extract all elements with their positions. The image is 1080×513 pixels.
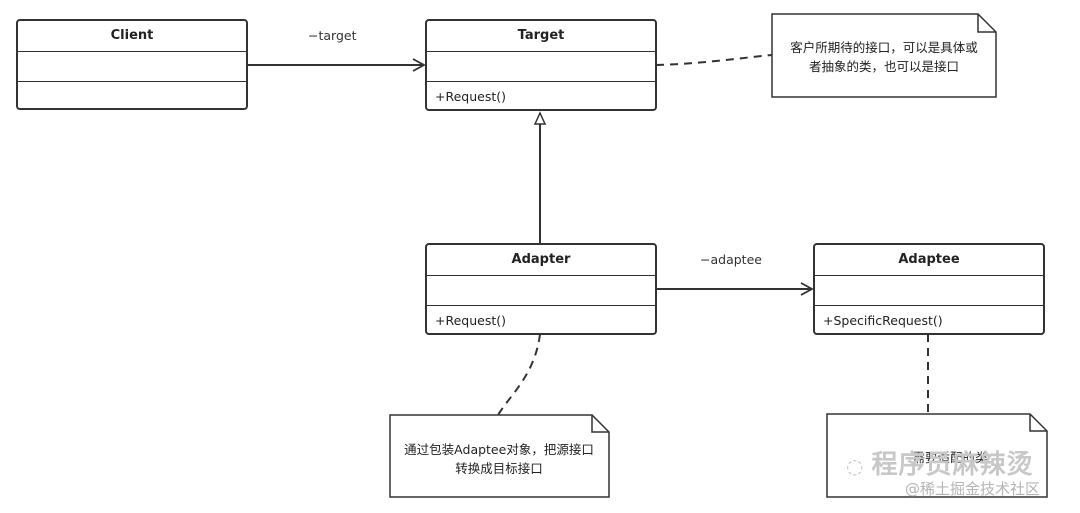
class-adaptee[interactable]: Adaptee +SpecificRequest() <box>813 243 1045 335</box>
note-shape-adapter <box>389 414 610 498</box>
note-target: 客户所期待的接口，可以是具体或 者抽象的类，也可以是接口 <box>780 38 988 76</box>
wechat-icon: ◌ <box>846 454 864 478</box>
class-client-name: Client <box>18 21 246 52</box>
class-adapter[interactable]: Adapter +Request() <box>425 243 657 335</box>
class-adapter-name: Adapter <box>427 245 655 276</box>
watermark-community: @稀土掘金技术社区 <box>905 480 1041 498</box>
note-shape-target <box>771 13 997 98</box>
class-adapter-attributes <box>427 276 655 306</box>
class-adapter-operations: +Request() <box>435 313 507 328</box>
note-shape-adaptee <box>826 413 1048 498</box>
note-anchor-adapter <box>497 333 541 416</box>
note-anchor-target <box>655 54 773 66</box>
note-adapter-line-1: 通过包装Adaptee对象，把源接口 <box>404 442 594 457</box>
class-target-name: Target <box>427 21 655 52</box>
watermark-brand: 程序员麻辣烫 <box>871 450 1034 480</box>
watermark: ◌ 程序员麻辣烫 <box>846 444 1033 481</box>
note-adapter: 通过包装Adaptee对象，把源接口 转换成目标接口 <box>396 440 602 478</box>
note-target-line-2: 者抽象的类，也可以是接口 <box>808 59 959 74</box>
class-target-operations: +Request() <box>435 89 507 104</box>
class-adaptee-name: Adaptee <box>815 245 1043 276</box>
class-client[interactable]: Client <box>16 19 248 110</box>
association-label-adaptee: −adaptee <box>700 252 762 267</box>
note-adaptee: 需要适配的类 <box>912 450 988 465</box>
association-label-target: −target <box>308 28 357 43</box>
class-adaptee-operations: +SpecificRequest() <box>823 313 943 328</box>
class-adaptee-attributes <box>815 276 1043 306</box>
class-target[interactable]: Target +Request() <box>425 19 657 111</box>
note-target-line-1: 客户所期待的接口，可以是具体或 <box>790 40 978 55</box>
class-client-attributes <box>18 52 246 82</box>
class-target-attributes <box>427 52 655 82</box>
note-adapter-line-2: 转换成目标接口 <box>455 461 543 476</box>
class-client-operations <box>18 82 246 111</box>
